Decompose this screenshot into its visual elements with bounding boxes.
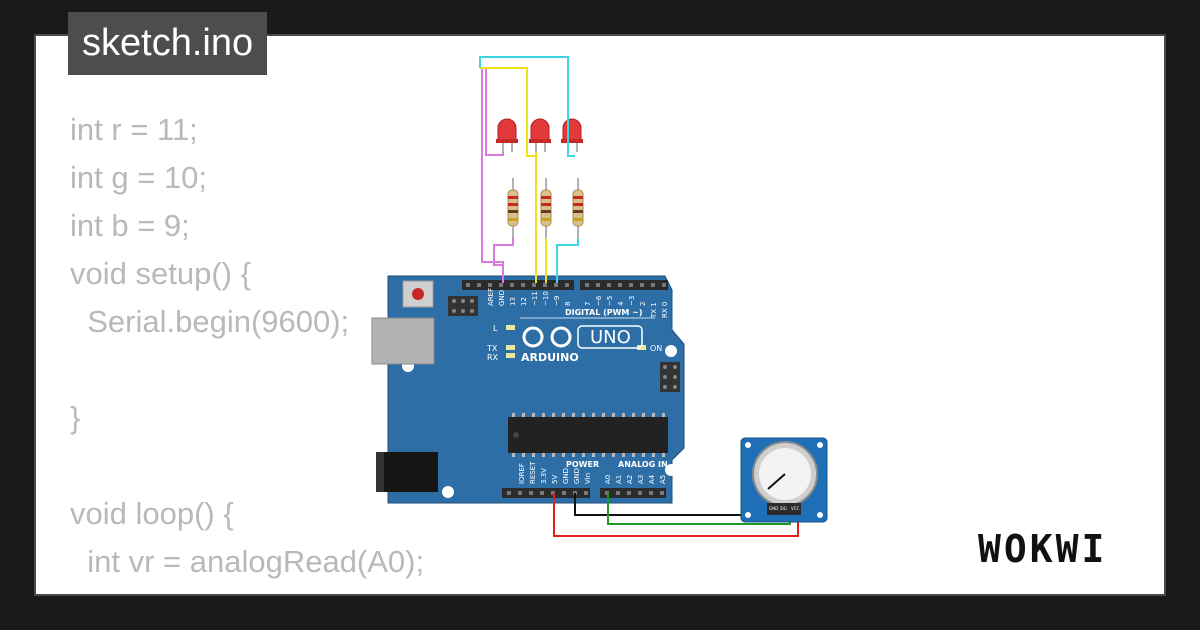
- atmega-chip: [508, 417, 668, 453]
- pin-label: 5V: [551, 475, 559, 484]
- resistor[interactable]: [572, 178, 584, 238]
- pin-label: A3: [637, 475, 645, 484]
- digital-header-right: [580, 280, 668, 290]
- pin-label: ~3: [628, 296, 636, 306]
- power-label: POWER: [566, 460, 599, 469]
- power-header: [502, 488, 590, 498]
- code-line: void loop() {: [70, 496, 234, 531]
- board-model: UNO: [590, 327, 631, 348]
- pin-label: ~6: [595, 295, 603, 306]
- pin-label: RESET: [529, 461, 537, 484]
- pin-label: A2: [626, 475, 634, 484]
- pin-label: A0: [604, 475, 612, 484]
- code-line: void setup() {: [70, 256, 251, 291]
- pin-label: 4: [617, 301, 625, 306]
- pin-label: AREF: [487, 288, 495, 306]
- reset-button[interactable]: [412, 288, 424, 300]
- wire-cyan[interactable]: [479, 56, 579, 283]
- pin-label: ~10: [542, 291, 550, 306]
- led-tx-label: TX: [486, 344, 498, 353]
- arduino-logo: [522, 326, 572, 348]
- pin-label: 8: [564, 302, 572, 306]
- analog-label: ANALOG IN: [618, 460, 668, 469]
- resistor[interactable]: [507, 178, 519, 238]
- digital-label: DIGITAL (PWM ~): [565, 308, 643, 317]
- code-line: int x = map(vr, 0, 1023, 0, 255);: [70, 592, 517, 594]
- wire-pink[interactable]: [481, 67, 504, 283]
- pin-label: IOREF: [518, 463, 526, 484]
- led-on-label: ON: [650, 344, 662, 353]
- pin-label: TX 1: [650, 302, 658, 319]
- code-line: int g = 10;: [70, 160, 208, 195]
- potentiometer[interactable]: GND SIG VCC: [740, 437, 828, 523]
- analog-header: [600, 488, 666, 498]
- arduino-uno-board[interactable]: AREF GND 13 12 ~11 ~10 ~9 8 7 ~6 ~5 4 ~3…: [371, 275, 685, 504]
- wire-pink-gnd[interactable]: [493, 238, 514, 266]
- led-l-label: L: [493, 324, 498, 333]
- led-green[interactable]: [529, 118, 551, 152]
- pot-pin-label: VCC: [791, 506, 800, 511]
- pin-label: A1: [615, 475, 623, 484]
- pin-label: 2: [639, 302, 647, 306]
- pin-label: ~9: [553, 296, 561, 306]
- pin-label: RX 0: [661, 302, 669, 318]
- wokwi-logo: WOKWI: [978, 527, 1108, 571]
- pin-label: 12: [520, 297, 528, 306]
- led-red[interactable]: [496, 118, 518, 152]
- pot-pin-label: GND: [769, 506, 778, 511]
- code-line: int r = 11;: [70, 112, 198, 147]
- arduino-wordmark: ARDUINO: [521, 351, 579, 364]
- file-title: sketch.ino: [68, 12, 268, 75]
- pin-label: GND: [498, 290, 506, 306]
- pin-label: A5: [659, 475, 667, 484]
- pin-label: A4: [648, 474, 656, 484]
- code-line: int b = 9;: [70, 208, 190, 243]
- pin-label: 3.3V: [540, 468, 548, 484]
- pin-label: ~11: [531, 291, 539, 306]
- pin-label: GND: [573, 468, 581, 484]
- code-editor: int r = 11; int g = 10; int b = 9; void …: [70, 106, 517, 594]
- led-blue[interactable]: [561, 118, 583, 152]
- wire-red[interactable]: [553, 493, 799, 537]
- pin-label: ~5: [606, 296, 614, 306]
- wire-cyan-gnd[interactable]: [567, 152, 575, 157]
- pin-label: 7: [584, 302, 592, 306]
- code-line: }: [70, 400, 81, 435]
- code-line: int vr = analogRead(A0);: [70, 544, 425, 579]
- led-rx-label: RX: [487, 353, 499, 362]
- pin-label: GND: [562, 468, 570, 484]
- pin-label: 13: [509, 297, 517, 306]
- pin-label: Vin: [584, 473, 592, 484]
- pot-pin-label: SIG: [780, 506, 787, 511]
- digital-header-left: [462, 280, 574, 290]
- resistor[interactable]: [540, 178, 552, 238]
- code-line: Serial.begin(9600);: [70, 304, 350, 339]
